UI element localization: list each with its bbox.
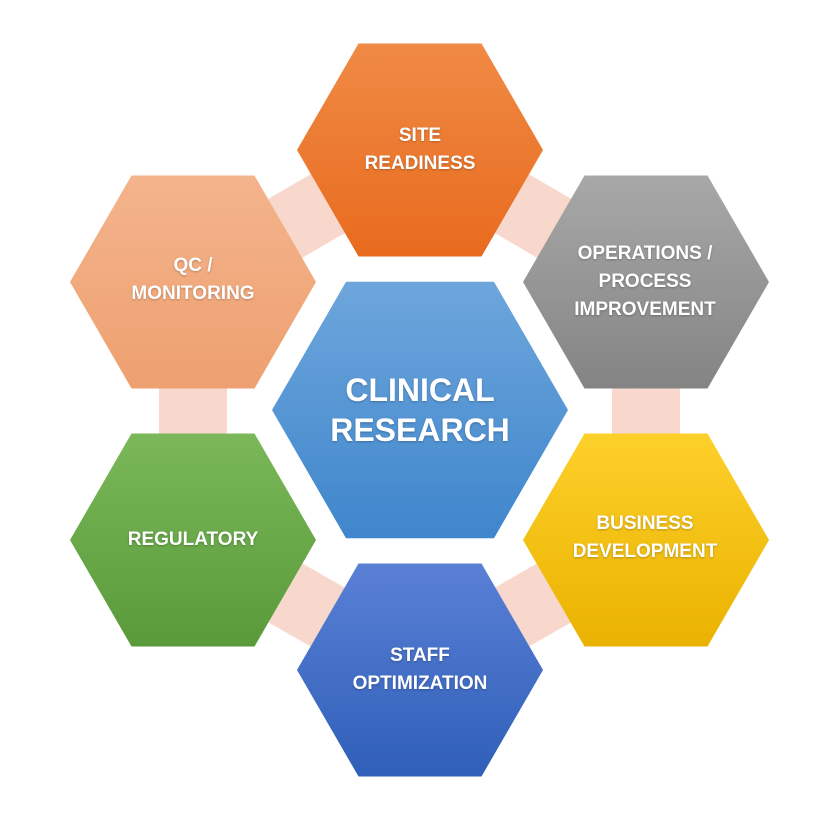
qc-monitoring-hexagon	[70, 175, 316, 389]
clinical-research-hexagon	[272, 281, 568, 539]
site-readiness-hexagon	[297, 43, 543, 257]
regulatory-hexagon	[70, 433, 316, 647]
business-development-hexagon	[523, 433, 769, 647]
staff-optimization-hexagon	[297, 563, 543, 777]
operations-hexagon	[523, 175, 769, 389]
